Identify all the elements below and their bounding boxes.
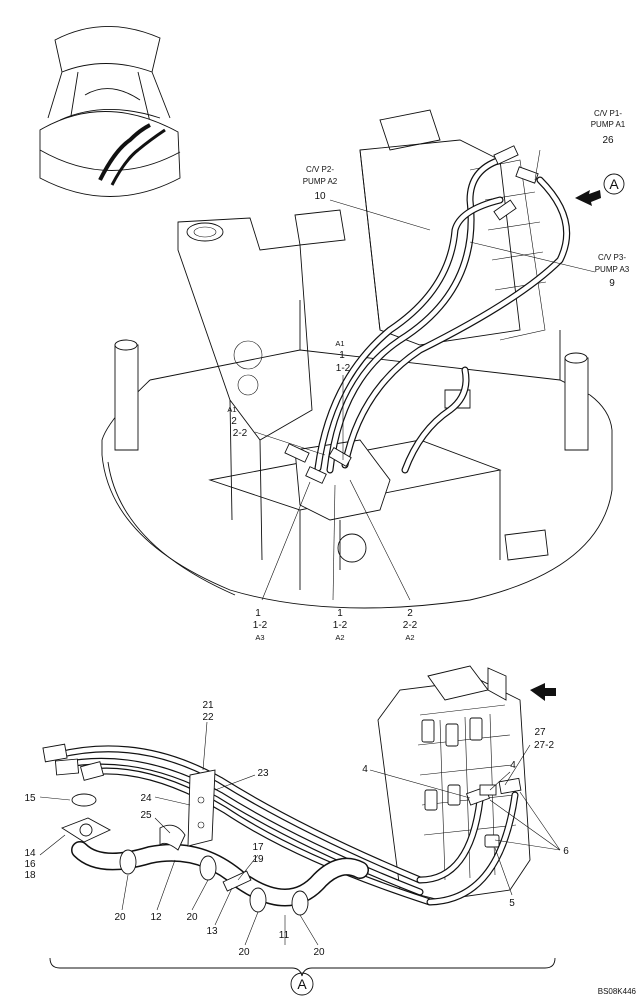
callout-12: 12 <box>150 912 162 923</box>
bottom-leader-lines <box>39 721 561 946</box>
callout-5: 5 <box>509 898 515 909</box>
port-a3-bl: A3 <box>255 633 264 642</box>
view-marker-bottom: A <box>297 976 307 992</box>
cv-p3-label-line2: PUMP A3 <box>595 265 630 274</box>
cv-p1-label-line1: C/V P1- <box>594 109 622 118</box>
callout-1-2-bl: 1-2 <box>253 620 268 631</box>
callout-2-2-br: 2-2 <box>403 620 418 631</box>
cv-p3-callout: 9 <box>609 278 615 289</box>
port-a2-bm: A2 <box>335 633 344 642</box>
view-a-brace <box>49 957 556 977</box>
port-a1-left: A1 <box>227 405 236 414</box>
callout-11: 11 <box>279 930 290 941</box>
callout-2-2-left: 2-2 <box>233 428 248 439</box>
cv-p1-callout: 26 <box>602 135 614 146</box>
callout-2-br: 2 <box>407 608 413 619</box>
cv-p1-label-line2: PUMP A1 <box>591 120 626 129</box>
callout-14: 14 <box>24 848 36 859</box>
callout-24: 24 <box>140 793 152 804</box>
callout-27-2: 27-2 <box>534 740 554 751</box>
callout-18: 18 <box>24 870 36 881</box>
callout-4-left: 4 <box>362 764 368 775</box>
callout-22: 22 <box>202 712 214 723</box>
top-hose-bundle <box>284 145 571 484</box>
suction-hose-assembly <box>61 769 369 916</box>
callout-1-bl: 1 <box>255 608 261 619</box>
view-arrow-top <box>575 190 601 206</box>
callout-1-2-bm: 1-2 <box>333 620 348 631</box>
cv-p2-callout: 10 <box>314 191 326 202</box>
callout-20-d: 20 <box>313 947 325 958</box>
view-marker-top: A <box>609 176 619 192</box>
callout-1-2-top: 1-2 <box>336 363 351 374</box>
callout-1-top: 1 <box>339 350 345 361</box>
callout-23: 23 <box>257 768 269 779</box>
callout-13: 13 <box>206 926 218 937</box>
callout-15: 15 <box>24 793 36 804</box>
view-marker-circle-bottom <box>290 972 314 996</box>
callout-17: 17 <box>252 842 264 853</box>
callout-6: 6 <box>563 846 569 857</box>
bottom-hose-bundle <box>42 743 522 906</box>
cv-p2-label-line2: PUMP A2 <box>303 177 338 186</box>
port-a1-top: A1 <box>335 339 344 348</box>
callout-21: 21 <box>202 700 214 711</box>
callout-2-left: 2 <box>231 416 237 427</box>
diagram-code: BS08K446 <box>598 987 637 996</box>
callout-20-b: 20 <box>186 912 198 923</box>
callout-20-c: 20 <box>238 947 250 958</box>
view-arrow-bottom <box>530 683 556 701</box>
cv-p3-label-line1: C/V P3- <box>598 253 626 262</box>
cab-inset-illustration <box>39 26 181 197</box>
callout-27: 27 <box>534 727 546 738</box>
cv-p2-label-line1: C/V P2- <box>306 165 334 174</box>
callout-16: 16 <box>24 859 36 870</box>
upper-structure-illustration <box>101 109 613 609</box>
callout-4-right: 4 <box>510 760 516 771</box>
callout-1-bm: 1 <box>337 608 343 619</box>
callout-19: 19 <box>252 854 264 865</box>
callout-20-a: 20 <box>114 912 126 923</box>
port-a2-br: A2 <box>405 633 414 642</box>
callout-25: 25 <box>140 810 152 821</box>
top-leader-lines <box>254 149 596 601</box>
view-marker-circle-top <box>603 173 625 195</box>
